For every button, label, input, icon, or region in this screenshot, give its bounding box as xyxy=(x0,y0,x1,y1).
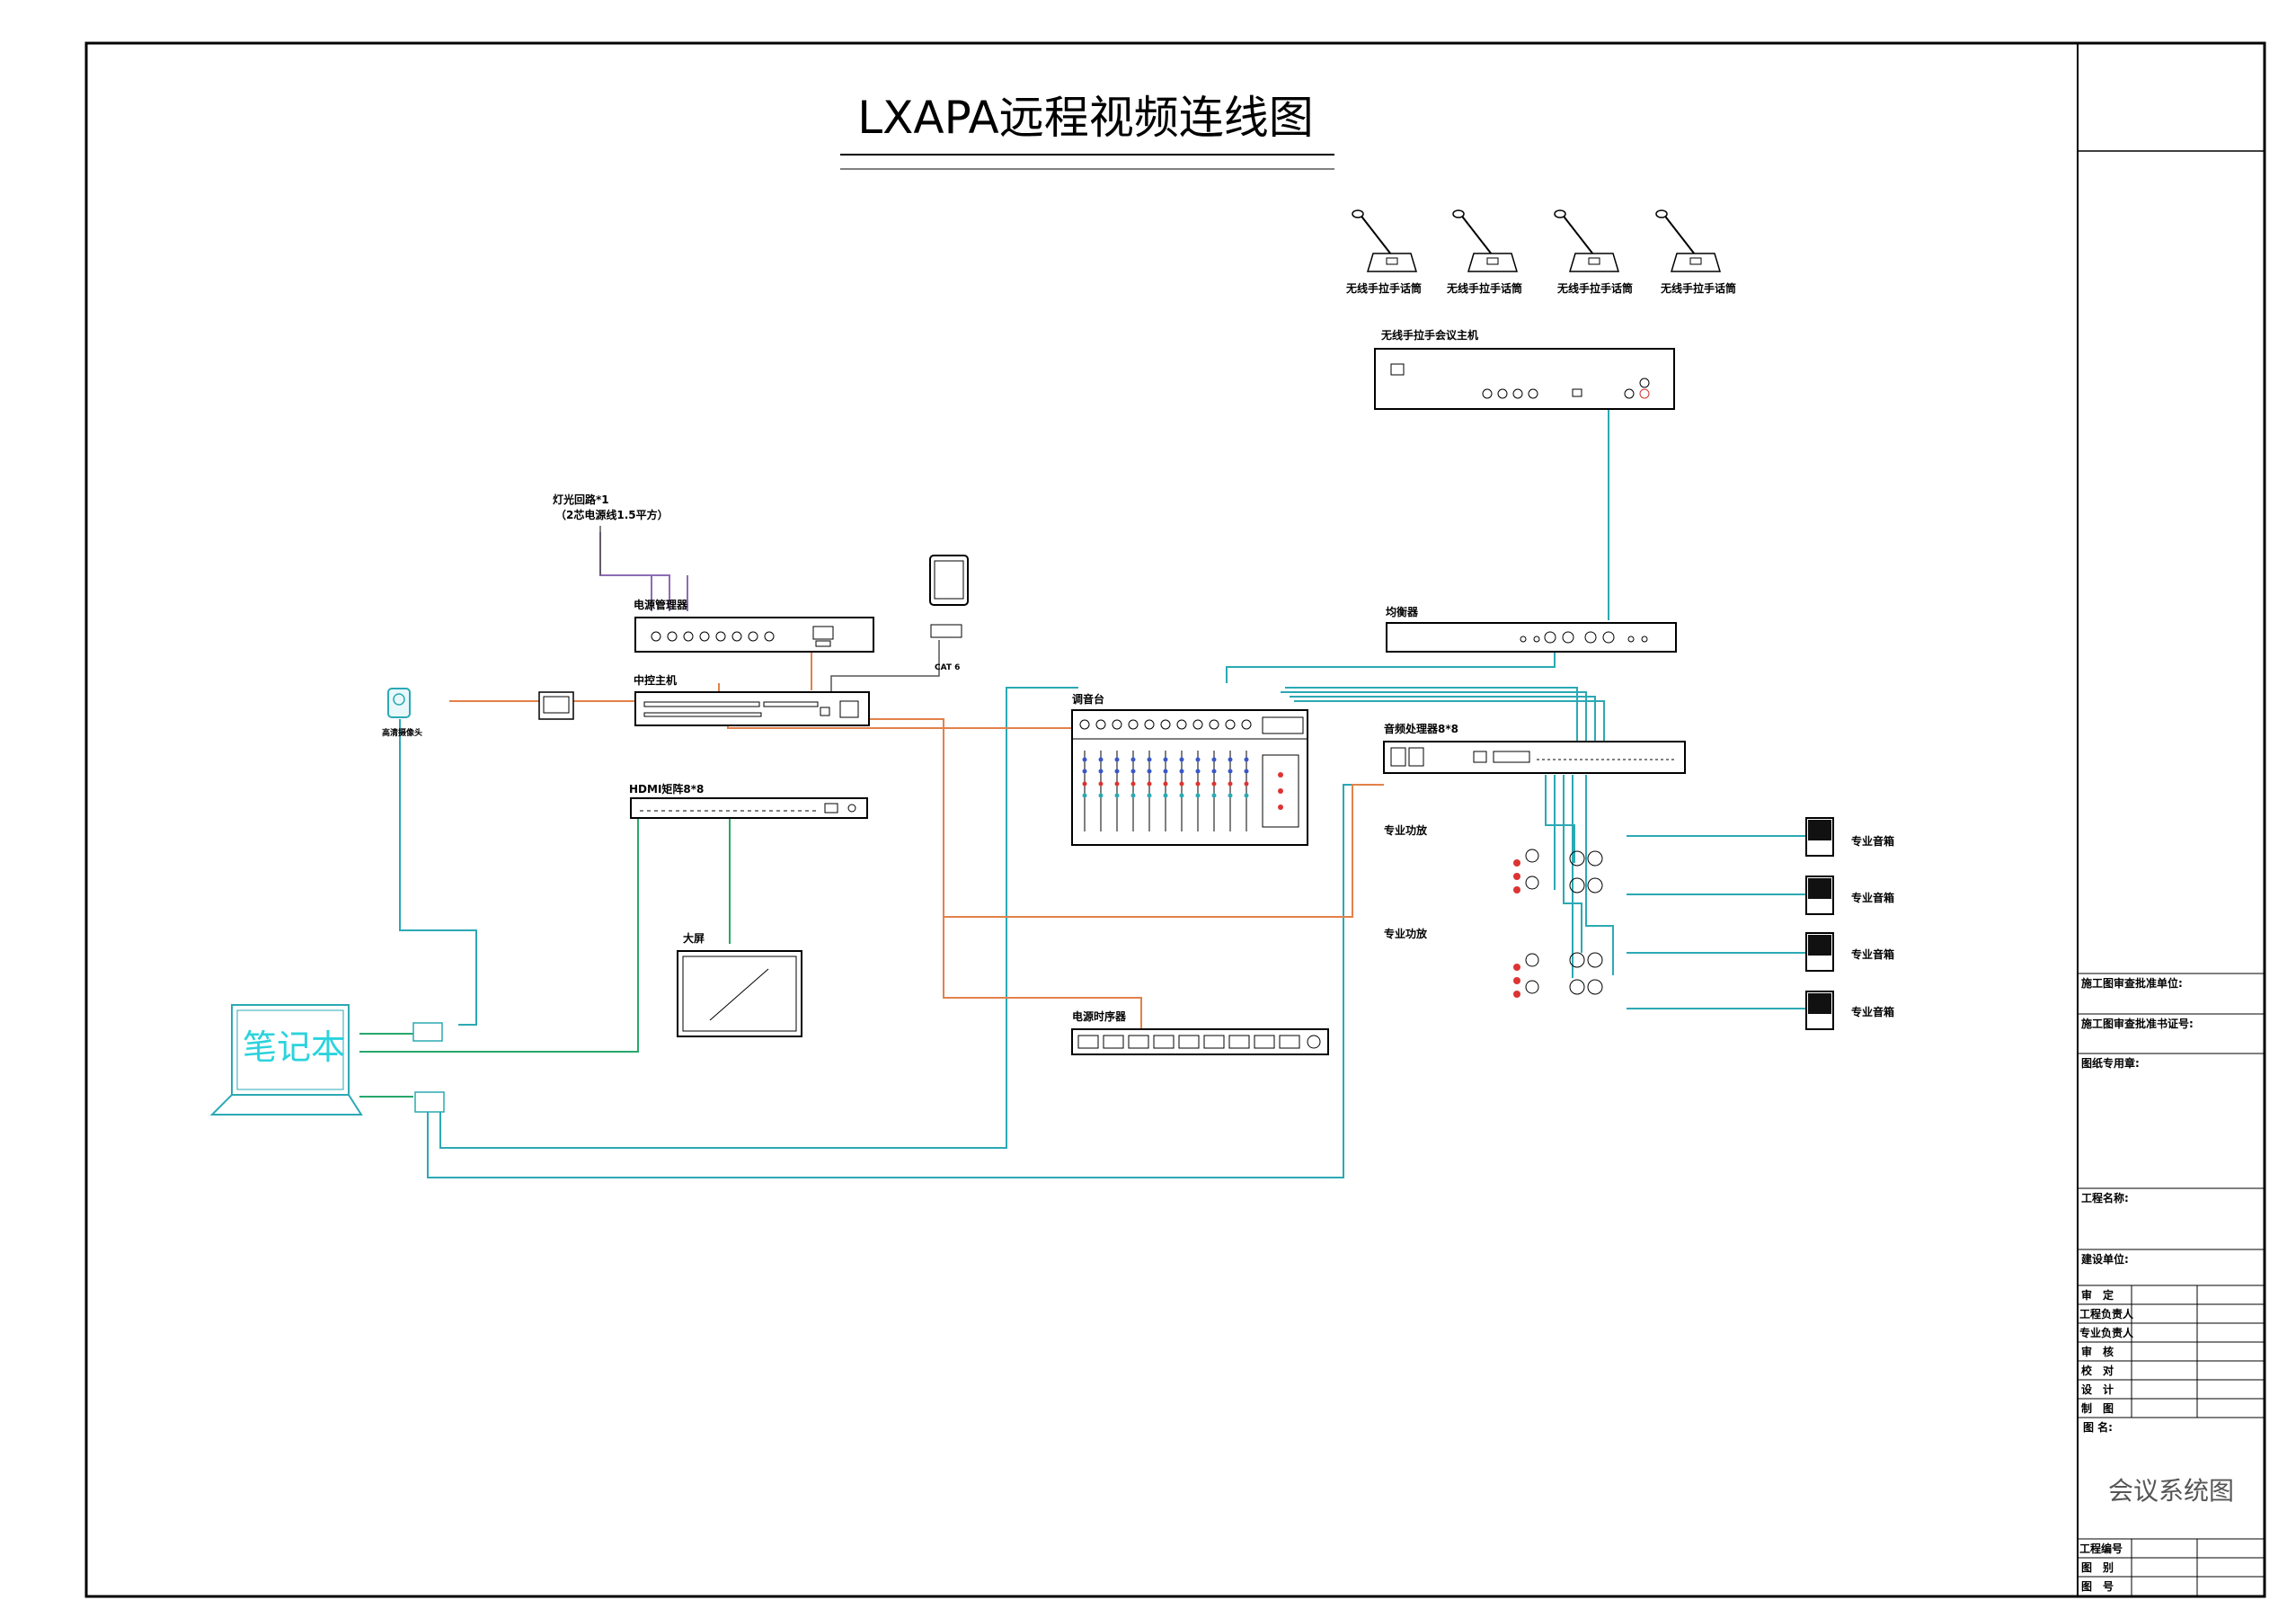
power-manager-label: 电源管理器 xyxy=(634,598,688,611)
conference-host: 无线手拉手会议主机 xyxy=(1374,328,1675,410)
speaker-2: 专业音箱 xyxy=(1805,876,1894,915)
hdmi-capture-box xyxy=(412,1022,443,1042)
role-row-6: 设 计 xyxy=(2081,1382,2114,1396)
amplifier-1: 专业功放 xyxy=(1384,823,1603,893)
audio-processor: 音频处理器8*8 xyxy=(1383,722,1686,774)
speaker-label-4: 专业音箱 xyxy=(1851,1005,1894,1018)
role-row-4: 审 核 xyxy=(2081,1345,2114,1358)
microphone-1: 无线手拉手话筒 xyxy=(1345,209,1422,295)
role-row-7: 制 图 xyxy=(2081,1401,2114,1415)
approval-cert-label: 施工图审查批准书证号: xyxy=(2081,1017,2194,1030)
power-sequencer: 电源时序器 xyxy=(1071,1009,1329,1055)
mixer-label: 调音台 xyxy=(1072,692,1104,706)
role-row-2: 工程负责人 xyxy=(2079,1307,2134,1320)
cyan-wires xyxy=(399,404,1806,1178)
power-manager: 电源管理器 xyxy=(634,598,874,653)
amplifier-label-2: 专业功放 xyxy=(1384,927,1428,940)
speaker-4: 专业音箱 xyxy=(1805,991,1894,1030)
mixer: 调音台 xyxy=(1071,692,1308,846)
mic-label-4: 无线手拉手话筒 xyxy=(1660,281,1736,295)
laptop: 笔记本 xyxy=(209,1004,363,1116)
equalizer-label: 均衡器 xyxy=(1386,605,1419,618)
big-screen-label: 大屏 xyxy=(683,931,705,945)
role-row-3: 专业负责人 xyxy=(2079,1326,2134,1339)
role-row-1: 审 定 xyxy=(2081,1288,2114,1302)
hdmi-matrix: HDMI矩阵8*8 xyxy=(629,782,868,819)
title-block-text: 施工图审查批准单位: 施工图审查批准书证号: 图纸专用章: 工程名称: 建设单位… xyxy=(2079,976,2194,1593)
gray-wires xyxy=(830,640,940,692)
ipad-panel: CAT 6 xyxy=(929,555,969,672)
bottom-row-1: 工程编号 xyxy=(2079,1542,2123,1555)
page-title: LXAPA远程视频连线图 xyxy=(857,92,1313,144)
amplifier-2: 专业功放 xyxy=(1384,927,1603,998)
camera: 高清摄像头 xyxy=(382,688,422,738)
lighting-label: 灯光回路*1 xyxy=(553,493,609,506)
amplifier-label-1: 专业功放 xyxy=(1384,823,1428,837)
role-row-5: 校 对 xyxy=(2081,1364,2114,1377)
central-control: 中控主机 xyxy=(634,673,870,726)
conference-host-label: 无线手拉手会议主机 xyxy=(1380,328,1478,342)
speaker-label-2: 专业音箱 xyxy=(1851,891,1894,904)
bottom-row-2: 图 别 xyxy=(2081,1561,2114,1574)
microphone-4: 无线手拉手话筒 xyxy=(1655,209,1736,295)
laptop-label: 笔记本 xyxy=(243,1027,345,1067)
mic-label-3: 无线手拉手话筒 xyxy=(1556,281,1633,295)
usb-capture-box xyxy=(414,1091,445,1113)
speaker-1: 专业音箱 xyxy=(1805,817,1894,857)
lighting-circuit: 灯光回路*1 （2芯电源线1.5平方） xyxy=(553,493,669,575)
mic-label-1: 无线手拉手话筒 xyxy=(1345,281,1422,295)
central-control-label: 中控主机 xyxy=(634,673,677,687)
microphone-2: 无线手拉手话筒 xyxy=(1446,209,1522,295)
touch-panel xyxy=(538,691,574,720)
power-sequencer-label: 电源时序器 xyxy=(1072,1009,1127,1023)
drawing-seal-label: 图纸专用章: xyxy=(2081,1056,2140,1070)
green-wires xyxy=(359,813,731,1098)
camera-label: 高清摄像头 xyxy=(382,727,422,738)
client-label: 建设单位: xyxy=(2080,1252,2129,1266)
audio-processor-label: 音频处理器8*8 xyxy=(1384,722,1458,735)
lighting-sub-label: （2芯电源线1.5平方） xyxy=(555,508,669,521)
speaker-label-3: 专业音箱 xyxy=(1851,947,1894,961)
project-name-label: 工程名称: xyxy=(2081,1191,2129,1205)
equalizer: 均衡器 xyxy=(1386,605,1677,653)
drawing-name: 会议系统图 xyxy=(2108,1476,2234,1506)
big-screen: 大屏 xyxy=(677,931,802,1037)
drawing-frame xyxy=(84,41,2266,1598)
bottom-row-3: 图 号 xyxy=(2081,1579,2114,1593)
ipad-cable-label: CAT 6 xyxy=(935,663,960,672)
speaker-3: 专业音箱 xyxy=(1805,932,1894,972)
title-block xyxy=(2078,150,2265,1596)
hdmi-matrix-label: HDMI矩阵8*8 xyxy=(629,782,704,796)
drawing-name-label: 图 名: xyxy=(2083,1420,2113,1434)
speaker-label-1: 专业音箱 xyxy=(1851,834,1894,848)
mic-label-2: 无线手拉手话筒 xyxy=(1446,281,1522,295)
microphone-3: 无线手拉手话筒 xyxy=(1554,209,1633,295)
approval-unit-label: 施工图审查批准单位: xyxy=(2081,976,2183,990)
